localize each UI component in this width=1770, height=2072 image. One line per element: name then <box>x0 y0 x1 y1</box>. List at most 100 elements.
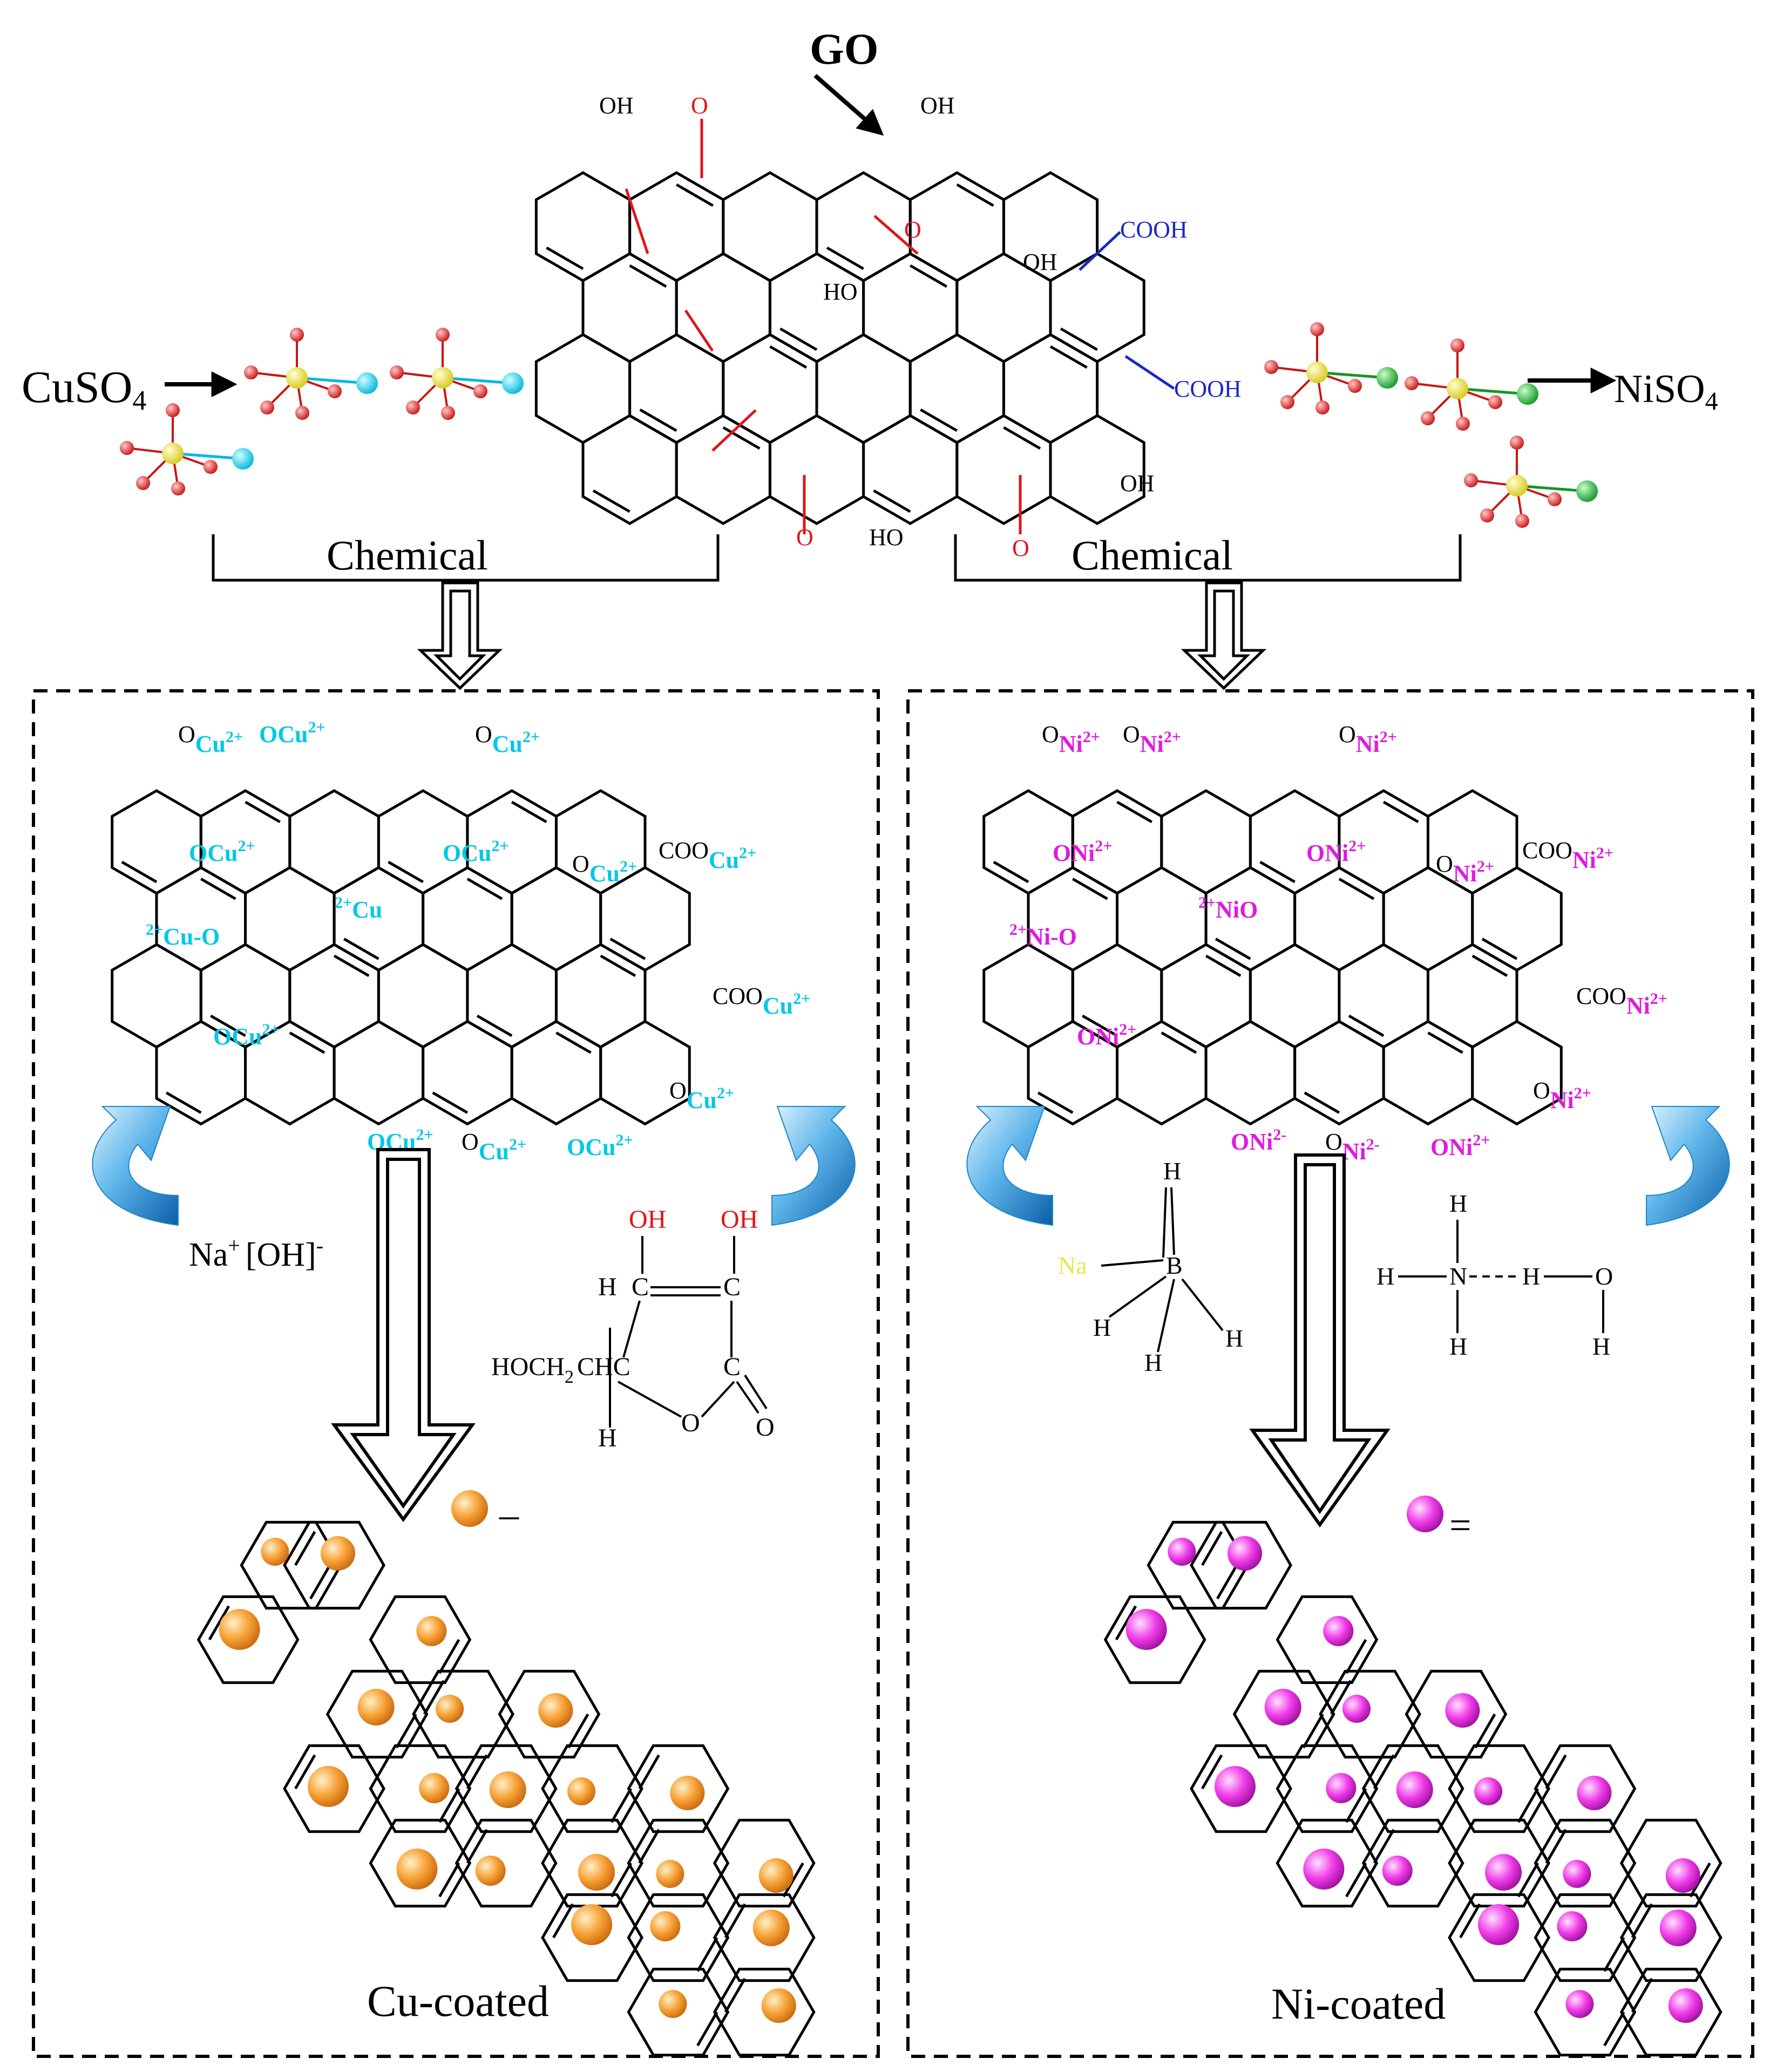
cuIonMol-double-bond <box>600 954 636 977</box>
cuIonMol-double-bond <box>432 1091 469 1114</box>
ion-label: OCu2+ <box>572 851 637 887</box>
metal-nanoparticle <box>1125 1609 1167 1650</box>
cuso4-oxygen <box>136 476 150 490</box>
big-down-arrow-cu <box>331 1148 476 1523</box>
ion-label: COOCu2+ <box>713 983 810 1019</box>
cuIonMol-ring <box>288 789 380 895</box>
go-double-bond <box>639 408 677 432</box>
go-ring <box>581 252 678 363</box>
cuIonMol-double-bond <box>388 860 424 884</box>
cu-legend-particle <box>451 1490 488 1527</box>
label-oh-2: OH <box>920 92 955 119</box>
metal-nanoparticle <box>1478 1904 1520 1945</box>
go-ring <box>581 414 678 525</box>
cuso4-oxygen <box>390 365 404 379</box>
niSheet-ring <box>1534 1818 1637 1908</box>
cuIonMol-ring <box>377 943 469 1049</box>
cuso4-oxygen <box>441 406 455 420</box>
niIonMol-double-bond <box>1037 1091 1074 1114</box>
acid-h-2: H <box>598 1424 617 1452</box>
niIonMol-ring <box>1471 1020 1563 1126</box>
ion-label: OCu2+ <box>475 721 540 757</box>
cuSheet-ring <box>283 1744 385 1833</box>
niSheet-ring <box>1190 1520 1292 1610</box>
cu-coated-sheet <box>196 1520 816 2057</box>
metal-nanoparticle <box>659 1990 687 2018</box>
niSheet-ring <box>1190 1744 1292 1833</box>
label-oh-1: OH <box>599 92 634 119</box>
cuSheet-ring <box>541 1818 643 1908</box>
label-o-2: O <box>796 524 813 551</box>
niSheet-double-bond <box>1545 1754 1567 1790</box>
chemical-left-label: Chemical <box>327 532 488 579</box>
cuso4-sulfur <box>162 443 184 464</box>
acid-c-1: C <box>632 1273 649 1301</box>
niIonMol-double-bond <box>1082 1014 1118 1037</box>
ion-label: OCu2+ <box>669 1077 734 1113</box>
cuIonMol-ring <box>155 866 247 972</box>
ion-label: 2+Cu <box>335 894 382 923</box>
go-ring <box>862 252 959 363</box>
am-h-top: H <box>1449 1190 1467 1217</box>
cuso4-sulfur <box>286 367 308 389</box>
cuIonMol-ring <box>244 866 336 972</box>
ion-label: OCu2+ <box>178 721 243 757</box>
cuSheet-double-bond <box>782 1862 804 1898</box>
metal-nanoparticle <box>1665 1858 1700 1893</box>
acid-oh-1: OH <box>629 1205 666 1234</box>
cuSheet-ring <box>369 1818 472 1908</box>
metal-nanoparticle <box>1323 1616 1354 1646</box>
niIonMol-double-bond <box>1481 938 1518 960</box>
niSheet-ring <box>1448 1818 1550 1908</box>
cuIonMol-double-bond <box>511 800 547 824</box>
metal-nanoparticle <box>1382 1856 1413 1886</box>
curved-arrow-cu-left <box>92 1106 179 1226</box>
cuSheet-ring <box>627 1893 730 1982</box>
cuIonMol-ring <box>599 1020 691 1126</box>
go-double-bond <box>956 183 994 207</box>
ion-label: ONi2+ <box>1430 1131 1490 1160</box>
niSheet-ring <box>1619 1818 1722 1908</box>
cuSheet-double-bond <box>638 1754 660 1790</box>
metal-nanoparticle <box>396 1849 438 1890</box>
cu-panel-frame <box>32 689 880 2058</box>
niSheet-ring <box>1448 1744 1550 1833</box>
niIonMol-ring <box>1160 789 1252 895</box>
go-ring <box>768 414 865 525</box>
go-ring <box>908 333 1005 444</box>
metal-nanoparticle <box>1474 1777 1503 1805</box>
niIonMol-double-bond <box>1161 1031 1197 1054</box>
cu-ion-molecule <box>111 789 691 1126</box>
ni-particles <box>1125 1536 1703 2023</box>
niSheet-double-bond <box>1115 1605 1137 1641</box>
go-double-bond <box>722 426 761 450</box>
niIonMol-ring <box>1027 866 1119 972</box>
metal-nanoparticle <box>1565 1990 1594 2018</box>
niIonMol-double-bond <box>1471 954 1508 977</box>
niso4-oxygen <box>1405 376 1419 390</box>
ion-label: 2+Ni-O <box>1009 921 1077 950</box>
am-h-mid: H <box>1522 1262 1540 1290</box>
cuSheet-ring <box>369 1595 472 1684</box>
go-double-bond <box>909 264 948 288</box>
curved-arrow-ni-right <box>1646 1106 1730 1226</box>
ni-coated-caption: Ni-coated <box>1271 1979 1446 2028</box>
niso4-sulfur <box>1506 475 1528 497</box>
acid-c-2: C <box>723 1273 741 1301</box>
niSheet-double-bond <box>1345 1862 1367 1898</box>
ni-coated-sheet <box>1103 1520 1722 2057</box>
niSheet-double-bond <box>1345 1639 1367 1674</box>
metal-nanoparticle <box>1303 1849 1345 1890</box>
metal-nanoparticle <box>357 1689 395 1725</box>
ni-panel: ONi2+ONi2+ONi2+ONi2+ONi2+ONi2+COONi2+2+N… <box>966 721 1730 2057</box>
cuSheet-double-bond <box>610 1862 632 1898</box>
cuso4-metal <box>232 448 254 470</box>
go-double-bond <box>629 264 667 288</box>
cuSheet-double-bond <box>466 1829 489 1864</box>
niSheet-ring <box>1405 1669 1508 1759</box>
cuIonMol-ring <box>422 1020 513 1126</box>
cuso4-oxygen <box>166 403 180 417</box>
cuSheet-ring <box>369 1744 472 1833</box>
ion-label: OCu2+ <box>443 837 509 866</box>
cuSheet-ring <box>325 1669 429 1759</box>
